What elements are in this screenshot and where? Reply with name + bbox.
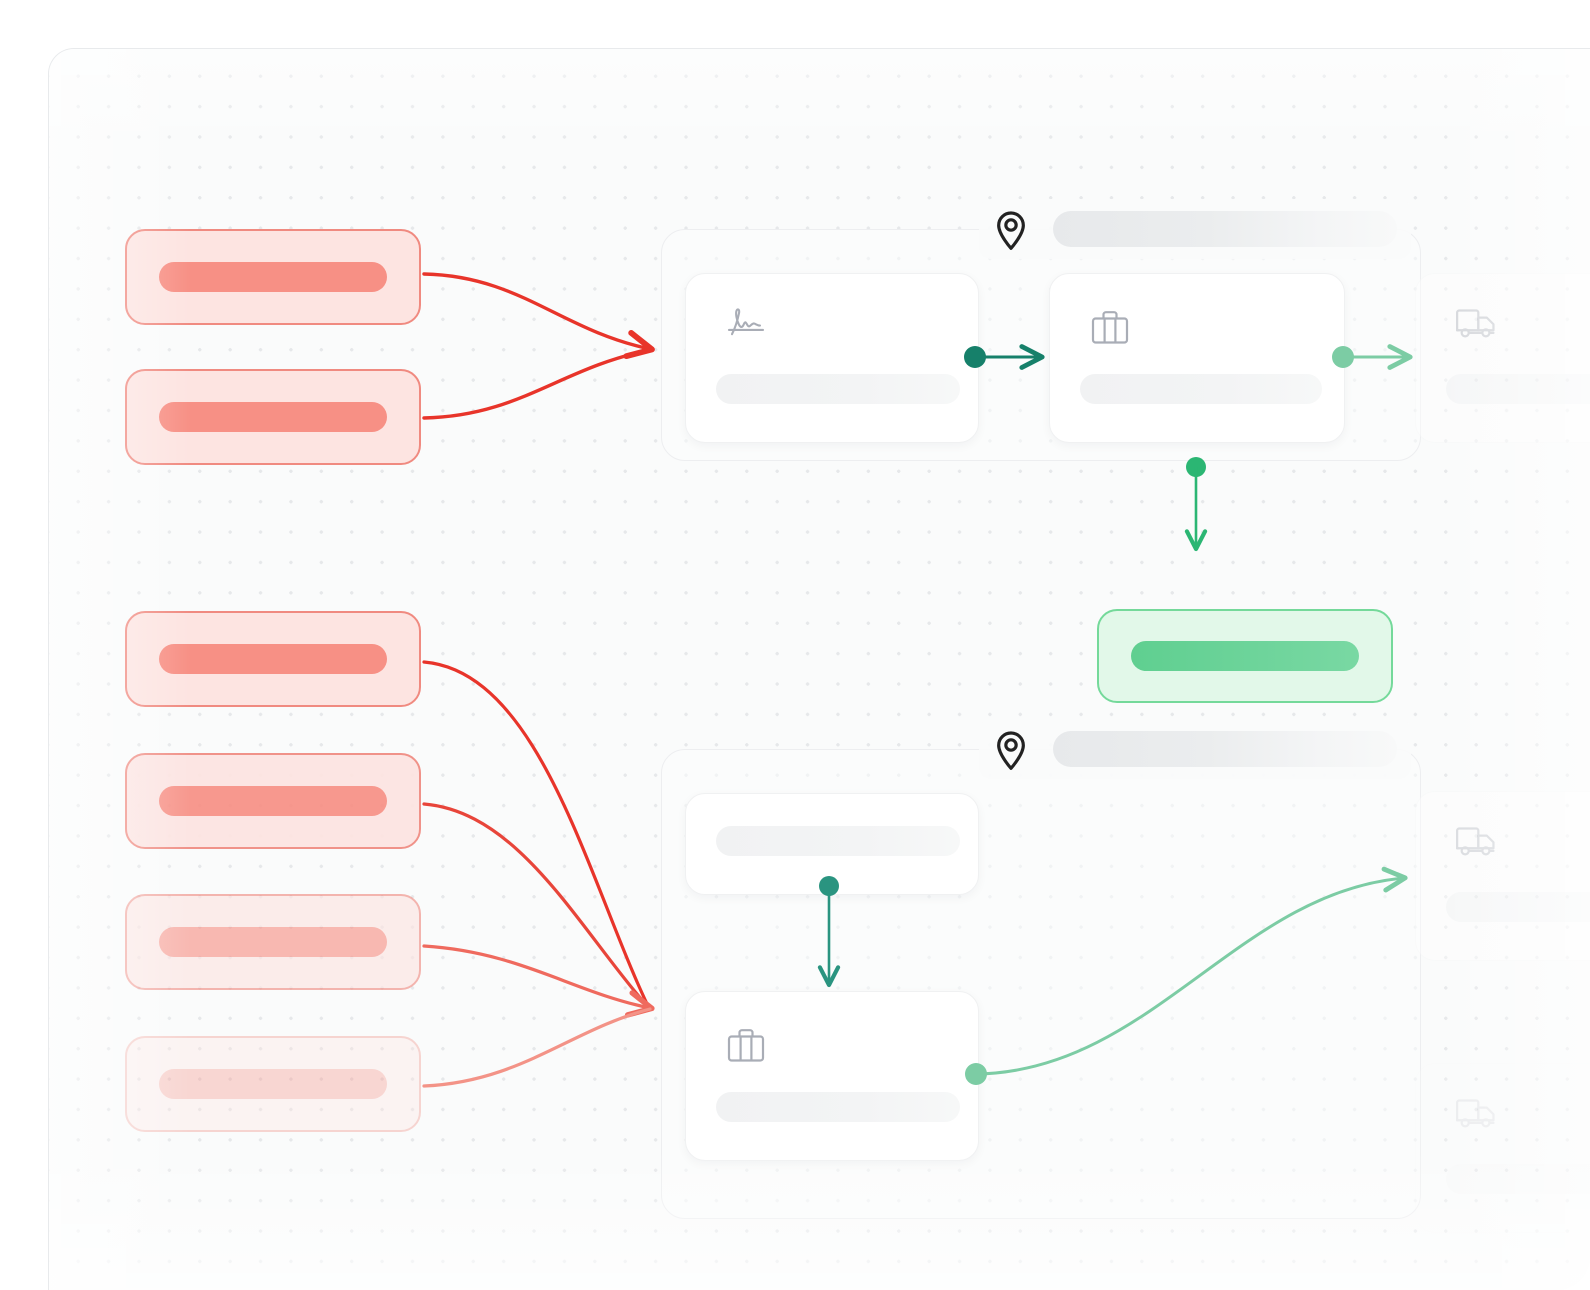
source-5[interactable] — [125, 894, 421, 990]
pin-row-upper[interactable] — [979, 199, 1411, 259]
briefcase-icon — [724, 1024, 768, 1073]
card-blank[interactable] — [685, 793, 979, 895]
highlight-node-green[interactable] — [1097, 609, 1393, 703]
truck-icon — [1454, 824, 1501, 863]
card-briefcase-2-label — [716, 1092, 960, 1122]
source-1-label — [159, 262, 387, 292]
source-2-label — [159, 402, 387, 432]
card-truck-mid-label — [1446, 892, 1590, 922]
card-briefcase[interactable] — [1049, 273, 1345, 443]
pin-row-lower[interactable] — [979, 719, 1411, 779]
source-3[interactable] — [125, 611, 421, 707]
card-signature[interactable] — [685, 273, 979, 443]
truck-icon — [1454, 1096, 1501, 1135]
source-6-label — [159, 1069, 387, 1099]
card-signature-label — [716, 374, 960, 404]
map-pin-icon — [991, 209, 1031, 250]
briefcase-icon — [1088, 306, 1132, 355]
source-4[interactable] — [125, 753, 421, 849]
card-truck-mid[interactable] — [1415, 791, 1590, 961]
source-5-label — [159, 927, 387, 957]
source-3-label — [159, 644, 387, 674]
source-4-label — [159, 786, 387, 816]
card-truck-top[interactable] — [1415, 273, 1590, 443]
source-1[interactable] — [125, 229, 421, 325]
highlight-node-label — [1131, 641, 1359, 671]
signature-icon — [724, 306, 768, 345]
card-blank-label — [716, 826, 960, 856]
card-briefcase-label — [1080, 374, 1322, 404]
pin-row-lower-label — [1053, 731, 1397, 767]
card-truck-low-label — [1446, 1164, 1590, 1194]
source-2[interactable] — [125, 369, 421, 465]
card-briefcase-2[interactable] — [685, 991, 979, 1161]
truck-icon — [1454, 306, 1501, 345]
pin-row-upper-label — [1053, 211, 1397, 247]
source-6[interactable] — [125, 1036, 421, 1132]
card-truck-top-label — [1446, 374, 1590, 404]
card-truck-low[interactable] — [1415, 1063, 1590, 1233]
map-pin-icon — [991, 729, 1031, 770]
workflow-canvas[interactable] — [48, 48, 1590, 1290]
